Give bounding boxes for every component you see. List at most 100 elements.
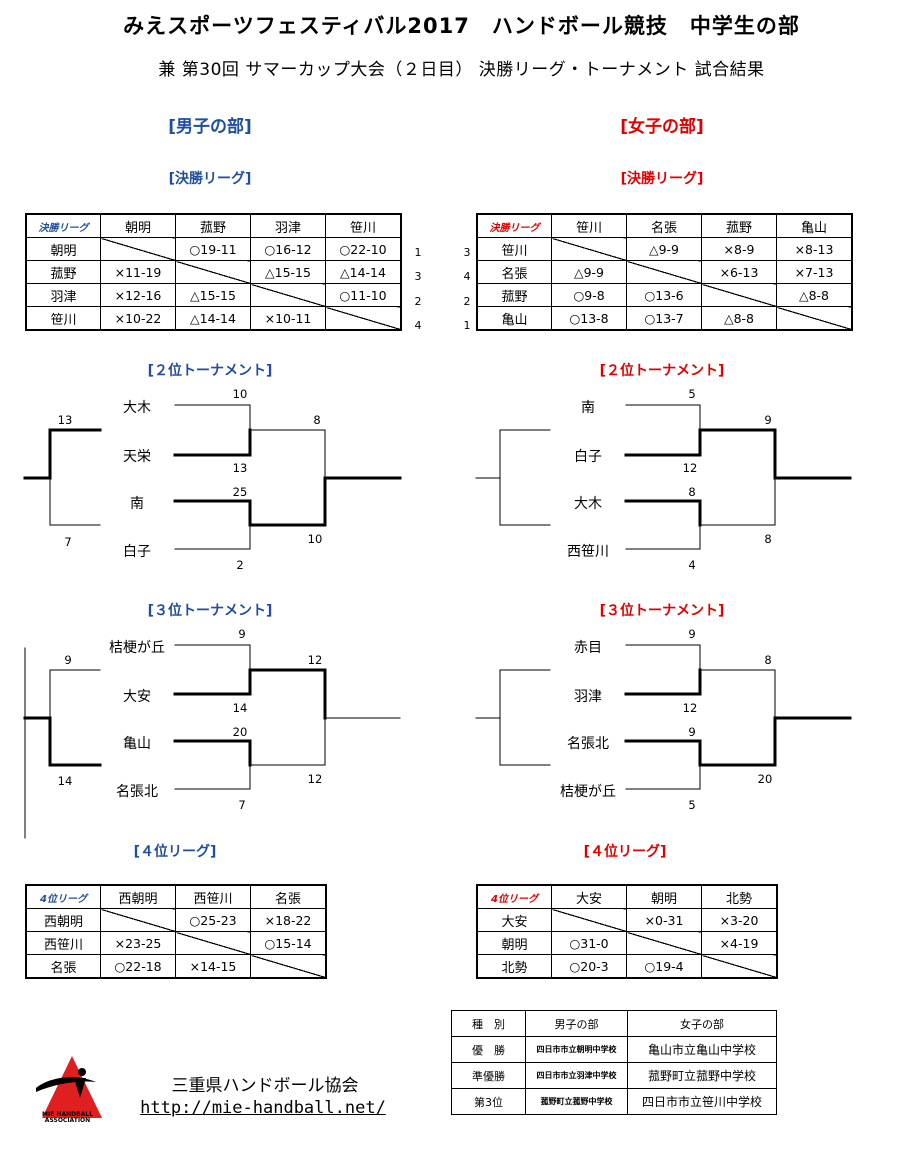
league-result-cell: ○13-7 — [626, 306, 702, 331]
score-label: 9 — [764, 413, 772, 427]
results-school: 菰野町立菰野中学校 — [627, 1062, 777, 1089]
league-result-cell: ×12-16 — [100, 283, 176, 307]
team-label: 大木 — [123, 400, 151, 416]
league-row-team: 朝明 — [25, 237, 101, 261]
score-label: 20 — [232, 725, 248, 739]
league-diagonal-cell — [701, 283, 777, 307]
league-result-cell: ×10-11 — [250, 306, 326, 331]
score-label: 5 — [688, 798, 696, 812]
league-diagonal-cell — [551, 908, 627, 932]
results-category: 準優勝 — [451, 1062, 526, 1089]
league-row-team: 名張 — [25, 954, 101, 979]
league-diagonal-cell — [250, 283, 326, 307]
league-result-cell: ×0-31 — [626, 908, 702, 932]
league-result-cell: ○13-8 — [551, 306, 627, 331]
league-rank: 1 — [414, 246, 422, 259]
league-diagonal-cell — [100, 908, 176, 932]
score-label: 8 — [313, 413, 321, 427]
league-column-header: 笹川 — [325, 213, 402, 238]
league-rank: 3 — [463, 246, 471, 259]
team-label: 天栄 — [123, 449, 151, 465]
team-label: 赤目 — [574, 640, 602, 656]
score-label: 10 — [232, 387, 248, 401]
logo-text: MIE HANDBALL ASSOCIATION — [42, 1111, 93, 1124]
score-label: 12 — [682, 701, 698, 715]
league-diagonal-cell — [701, 954, 778, 979]
score-label: 20 — [757, 772, 773, 786]
table-row: 西笹川×23-25○15-14 — [25, 931, 327, 955]
score-label: 13 — [57, 413, 73, 427]
association-logo: MIE HANDBALL ASSOCIATION — [30, 1052, 105, 1124]
league-result-cell: ×23-25 — [100, 931, 176, 955]
league-column-header: 朝明 — [626, 884, 702, 909]
score-label: 9 — [688, 725, 696, 739]
score-label: 25 — [232, 485, 248, 499]
girls-section-title: [女子の部] — [620, 117, 704, 137]
team-label: 南 — [581, 400, 595, 416]
league-result-cell: ○19-4 — [626, 954, 702, 979]
league-rank: 4 — [463, 270, 471, 284]
score-label: 14 — [57, 774, 73, 788]
boys-third-bracket — [23, 644, 401, 839]
league-column-header: 菰野 — [701, 213, 777, 238]
league-corner-label: 4位リーグ — [476, 884, 552, 909]
team-label: 羽津 — [574, 689, 602, 705]
league-result-cell: ○9-8 — [551, 283, 627, 307]
association-name: 三重県ハンドボール協会 — [171, 1076, 359, 1096]
league-diagonal-cell — [626, 260, 702, 284]
team-label: 白子 — [123, 544, 151, 560]
league-result-cell: ×6-13 — [701, 260, 777, 284]
girls-fourth-league-title: [４位リーグ] — [583, 844, 667, 860]
league-result-cell: ×14-15 — [175, 954, 251, 979]
team-label: 大木 — [574, 496, 602, 512]
page-subtitle: 兼 第30回 サマーカップ大会（２日目） 決勝リーグ・トーナメント 試合結果 — [158, 60, 765, 80]
score-label: 9 — [64, 653, 72, 667]
table-row: 笹川△9-9×8-9×8-13 — [476, 237, 853, 261]
boys-fourth-league-title: [４位リーグ] — [133, 844, 217, 860]
score-label: 7 — [238, 798, 246, 812]
league-diagonal-cell — [250, 954, 327, 979]
results-school: 四日市市立笹川中学校 — [627, 1088, 777, 1115]
league-result-cell: ×8-9 — [701, 237, 777, 261]
results-header: 種 別 — [451, 1010, 526, 1037]
page-title: みえスポーツフェスティバル2017 ハンドボール競技 中学生の部 — [123, 14, 800, 38]
league-result-cell: ○15-14 — [250, 931, 327, 955]
table-row: 準優勝四日市市立羽津中学校菰野町立菰野中学校 — [451, 1062, 777, 1089]
score-label: 8 — [764, 653, 772, 667]
results-school: 亀山市立亀山中学校 — [627, 1036, 777, 1063]
league-column-header: 名張 — [250, 884, 327, 909]
league-result-cell: ×7-13 — [776, 260, 853, 284]
team-label: 大安 — [123, 689, 151, 705]
table-row: 亀山○13-8○13-7△8-8 — [476, 306, 853, 331]
league-diagonal-cell — [626, 931, 702, 955]
team-label: 白子 — [574, 449, 602, 465]
league-rank: 4 — [414, 318, 422, 332]
association-url-link[interactable]: http://mie-handball.net/ — [140, 1098, 386, 1118]
score-label: 12 — [307, 653, 323, 667]
score-label: 10 — [307, 532, 323, 546]
league-rank: 3 — [414, 270, 422, 284]
table-row: 菰野×11-19△15-15△14-14 — [25, 260, 402, 284]
league-result-cell: ×4-19 — [701, 931, 778, 955]
score-label: 12 — [307, 772, 323, 786]
results-header: 女子の部 — [627, 1010, 777, 1037]
league-result-cell: △14-14 — [175, 306, 251, 331]
league-row-team: 亀山 — [476, 306, 552, 331]
table-row: 名張△9-9×6-13×7-13 — [476, 260, 853, 284]
logo-icon — [36, 1056, 102, 1118]
results-summary-table: 種 別男子の部女子の部優 勝四日市市立朝明中学校亀山市立亀山中学校準優勝四日市市… — [451, 1010, 777, 1115]
boys-second-tournament-title: [２位トーナメント] — [147, 363, 273, 379]
results-header: 男子の部 — [525, 1010, 628, 1037]
girls-second-bracket — [475, 404, 852, 550]
score-label: 9 — [688, 627, 696, 641]
girls-third-tournament-title: [３位トーナメント] — [599, 603, 725, 619]
results-school: 四日市市立朝明中学校 — [525, 1036, 628, 1063]
boys-section-title: [男子の部] — [168, 117, 252, 137]
team-label: 桔梗が丘 — [109, 640, 165, 656]
boys-third-tournament-title: [３位トーナメント] — [147, 603, 273, 619]
league-result-cell: ○11-10 — [325, 283, 402, 307]
table-row: 羽津×12-16△15-15○11-10 — [25, 283, 402, 307]
